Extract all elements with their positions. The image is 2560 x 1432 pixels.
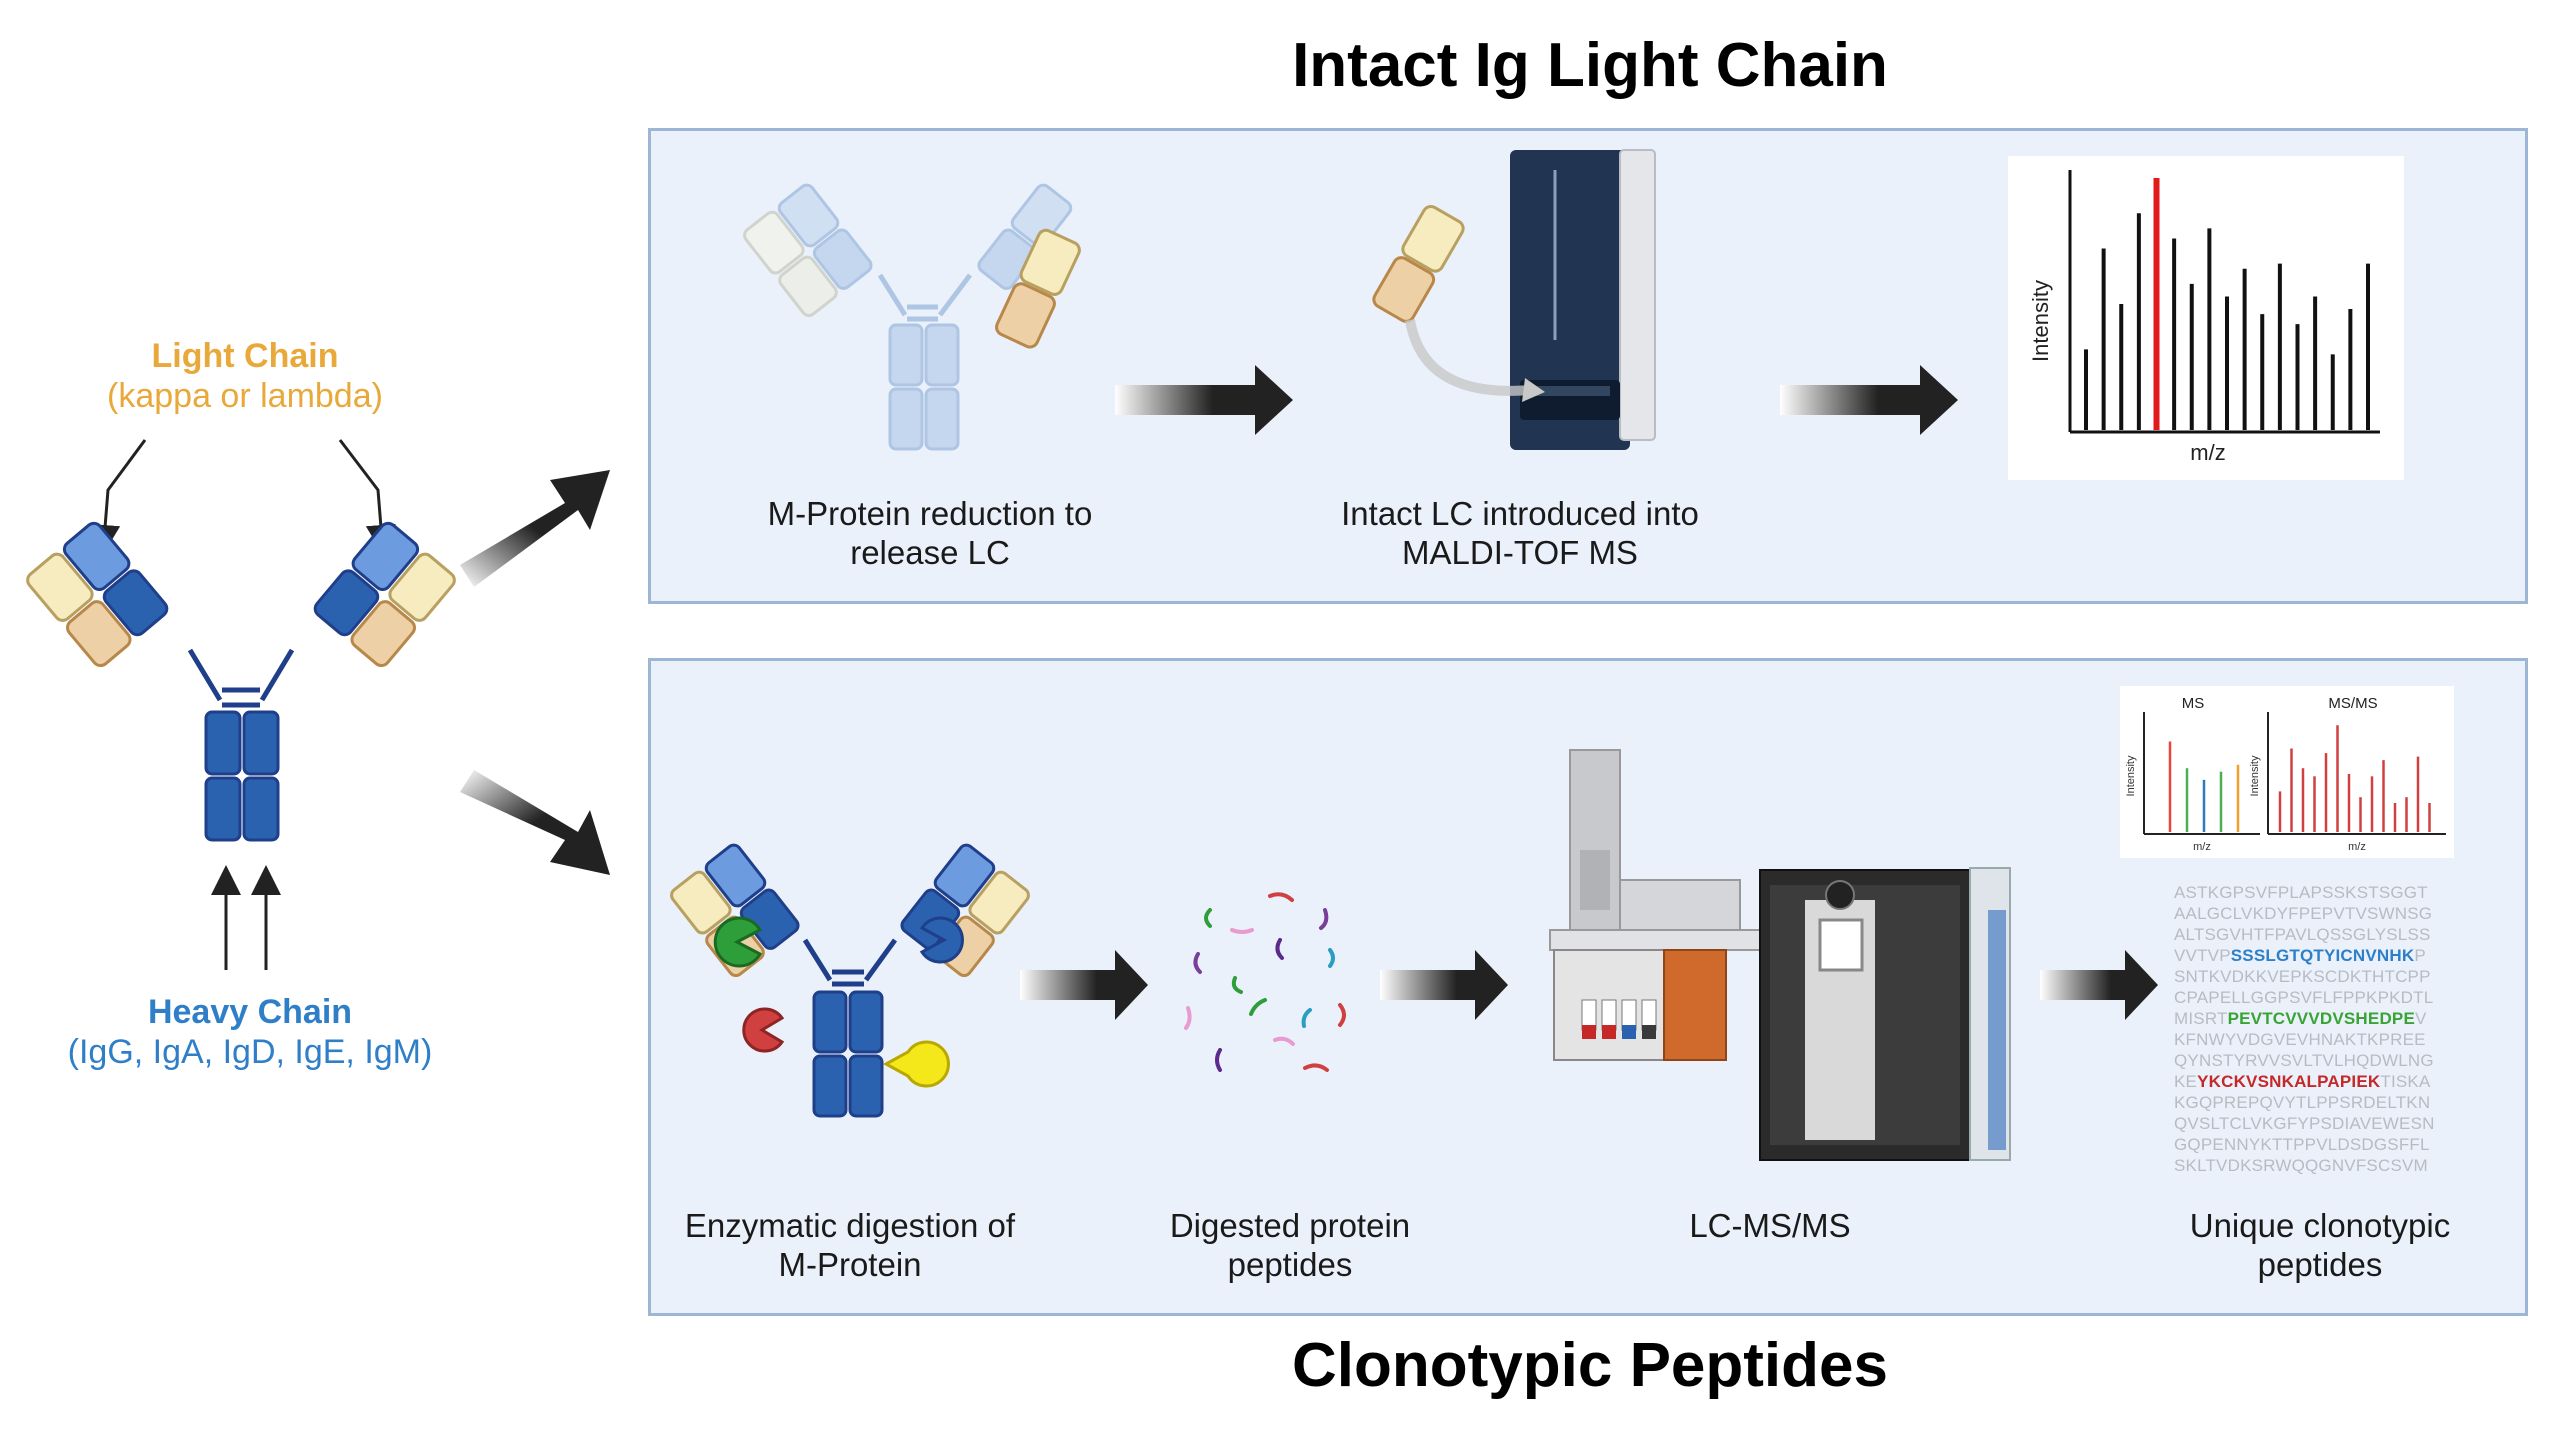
ms-xlabel: m/z <box>2193 841 2211 853</box>
bottom-step1-line2: M-Protein <box>778 1246 922 1283</box>
bottom-step4-caption: Unique clonotypic peptides <box>2150 1206 2490 1284</box>
clonotypic-peptide: YKCKVSNKALPAPIEK <box>2197 1072 2381 1091</box>
sequence-text: P <box>2414 946 2426 965</box>
top-step1-line1: M-Protein reduction to <box>767 495 1093 532</box>
sequence-text: VVTVP <box>2174 946 2231 965</box>
flow-arrow <box>1380 950 1508 1020</box>
light-chain-title: Light Chain <box>151 337 339 375</box>
maldi-spectrum-card <box>2008 156 2404 480</box>
ms-ylabel: Intensity <box>2125 755 2137 796</box>
spectrum-xlabel: m/z <box>2190 440 2225 465</box>
flow-arrow <box>1780 365 1958 435</box>
sequence-line: QYNSTYRVVSVLTVLHQDWLNG <box>2174 1050 2435 1071</box>
light-chain-subtitle: (kappa or lambda) <box>107 377 383 415</box>
msms-title: MS/MS <box>2328 695 2377 712</box>
sequence-text: KFNWYVDGVEVHNAKTKPREE <box>2174 1030 2426 1049</box>
sequence-line: QVSLTCLVKGFYPSDIAVEWESN <box>2174 1113 2435 1134</box>
ms-title: MS <box>2182 695 2205 712</box>
sequence-line: KFNWYVDGVEVHNAKTKPREE <box>2174 1029 2435 1050</box>
sequence-text: V <box>2415 1009 2427 1028</box>
sequence-line: CPAPELLGGPSVFLFPPKPKDTL <box>2174 987 2435 1008</box>
msms-xlabel: m/z <box>2348 841 2366 853</box>
enzyme-yellow-icon <box>882 1040 950 1088</box>
sequence-text: ASTKGPSVFPLAPSSKSTSGGT <box>2174 883 2428 902</box>
intact-light-chain-icon <box>1372 205 1465 323</box>
sequence-line: GQPENNYKTTPPVLDSDGSFFL <box>2174 1134 2435 1155</box>
enzyme-blue-icon <box>919 916 964 964</box>
top-step1-line2: release LC <box>850 534 1010 571</box>
clonotypic-peptide: SSSLGTQTYICNVNHK <box>2230 946 2415 965</box>
released-light-chain-icon <box>995 228 1081 349</box>
heavy-chain-title: Heavy Chain <box>147 993 353 1031</box>
sequence-text: MISRT <box>2174 1009 2228 1028</box>
spectrum-ylabel: Intensity <box>2028 280 2053 362</box>
sequence-text: SKLTVDKSRWQQGNVFSCSVM <box>2174 1156 2428 1175</box>
sequence-line: ASTKGPSVFPLAPSSKSTSGGT <box>2174 882 2435 903</box>
sequence-text: TISKA <box>2380 1072 2431 1091</box>
light-chain-label: Light Chain (kappa or lambda) <box>60 336 430 416</box>
bottom-step1-line1: Enzymatic digestion of <box>684 1207 1016 1244</box>
sequence-text: QYNSTYRVVSVLTVLHQDWLNG <box>2174 1051 2434 1070</box>
bottom-step3-line1: LC-MS/MS <box>1689 1207 1851 1244</box>
maldi-spectrum-chart: Intensity m/z <box>2028 170 2380 465</box>
bottom-step2-line2: peptides <box>1227 1246 1353 1283</box>
bottom-step3-caption: LC-MS/MS <box>1600 1206 1940 1245</box>
flow-arrow <box>1115 365 1293 435</box>
sequence-text: ALTSGVHTFPAVLQSSGLYSLSS <box>2174 925 2431 944</box>
sequence-text: SNTKVDKKVEPKSCDKTHTCPP <box>2174 967 2431 986</box>
flow-arrow <box>1020 950 1148 1020</box>
bottom-section-title: Clonotypic Peptides <box>1292 1331 1888 1400</box>
heavy-chain-label: Heavy Chain (IgG, IgA, IgD, IgE, IgM) <box>40 992 460 1072</box>
digested-peptides-icon <box>1184 892 1346 1072</box>
bottom-step2-line1: Digested protein <box>1169 1207 1411 1244</box>
top-step2-caption: Intact LC introduced into MALDI-TOF MS <box>1300 494 1740 572</box>
left-diagram <box>26 439 456 970</box>
light-chain-pointer-arrows <box>90 439 396 555</box>
reduced-antibody-icon <box>743 183 1081 451</box>
sequence-text: CPAPELLGGPSVFLFPPKPKDTL <box>2174 988 2434 1007</box>
sequence-line: ALTSGVHTFPAVLQSSGLYSLSS <box>2174 924 2435 945</box>
ms-spectra-card <box>2120 686 2454 858</box>
msms-ylabel: Intensity <box>2249 755 2261 796</box>
sequence-line: KEYKCKVSNKALPAPIEKTISKA <box>2174 1071 2435 1092</box>
enzyme-green-icon <box>713 916 763 968</box>
lc-msms-instrument-icon <box>1549 749 2011 1161</box>
bottom-step4-line2: peptides <box>2257 1246 2383 1283</box>
protein-sequence-block: ASTKGPSVFPLAPSSKSTSGGT AALGCLVKDYFPEPVTVS… <box>2174 882 2435 1176</box>
sequence-text: KGQPREPQVYTLPPSRDELTKN <box>2174 1093 2431 1112</box>
heavy-chain-pointer-arrows <box>211 865 281 970</box>
ms-spectra-charts: MS MS/MS Intensity Intensity m/z m/z <box>2125 695 2446 853</box>
sequence-line: VVTVPSSSLGTQTYICNVNHKP <box>2174 945 2435 966</box>
antibody-icon <box>26 521 456 842</box>
heavy-chain-subtitle: (IgG, IgA, IgD, IgE, IgM) <box>67 1033 433 1071</box>
arrow-to-top-panel <box>460 470 610 587</box>
sequence-line: MISRTPEVTCVVVDVSHEDPEV <box>2174 1008 2435 1029</box>
arrow-to-bottom-panel <box>460 770 610 875</box>
enzyme-red-icon <box>742 1007 785 1053</box>
sequence-line: KGQPREPQVYTLPPSRDELTKN <box>2174 1092 2435 1113</box>
sequence-line: AALGCLVKDYFPEPVTVSWNSG <box>2174 903 2435 924</box>
maldi-tof-instrument-icon <box>1372 149 1656 450</box>
digestion-antibody-icon <box>670 843 1030 1118</box>
sequence-text: AALGCLVKDYFPEPVTVSWNSG <box>2174 904 2433 923</box>
top-step2-line2: MALDI-TOF MS <box>1402 534 1638 571</box>
top-step1-caption: M-Protein reduction to release LC <box>720 494 1140 572</box>
top-step2-line1: Intact LC introduced into <box>1341 495 1699 532</box>
sequence-line: SKLTVDKSRWQQGNVFSCSVM <box>2174 1155 2435 1176</box>
sequence-text: QVSLTCLVKGFYPSDIAVEWESN <box>2174 1114 2435 1133</box>
bottom-step1-caption: Enzymatic digestion of M-Protein <box>650 1206 1050 1284</box>
sequence-text: GQPENNYKTTPPVLDSDGSFFL <box>2174 1135 2430 1154</box>
top-section-title: Intact Ig Light Chain <box>1292 31 1888 100</box>
bottom-step4-line1: Unique clonotypic <box>2189 1207 2451 1244</box>
flow-arrow <box>2040 950 2158 1020</box>
sequence-text: KE <box>2174 1072 2198 1091</box>
bottom-step2-caption: Digested protein peptides <box>1100 1206 1480 1284</box>
clonotypic-peptide: PEVTCVVVDVSHEDPE <box>2227 1009 2415 1028</box>
sequence-line: SNTKVDKKVEPKSCDKTHTCPP <box>2174 966 2435 987</box>
